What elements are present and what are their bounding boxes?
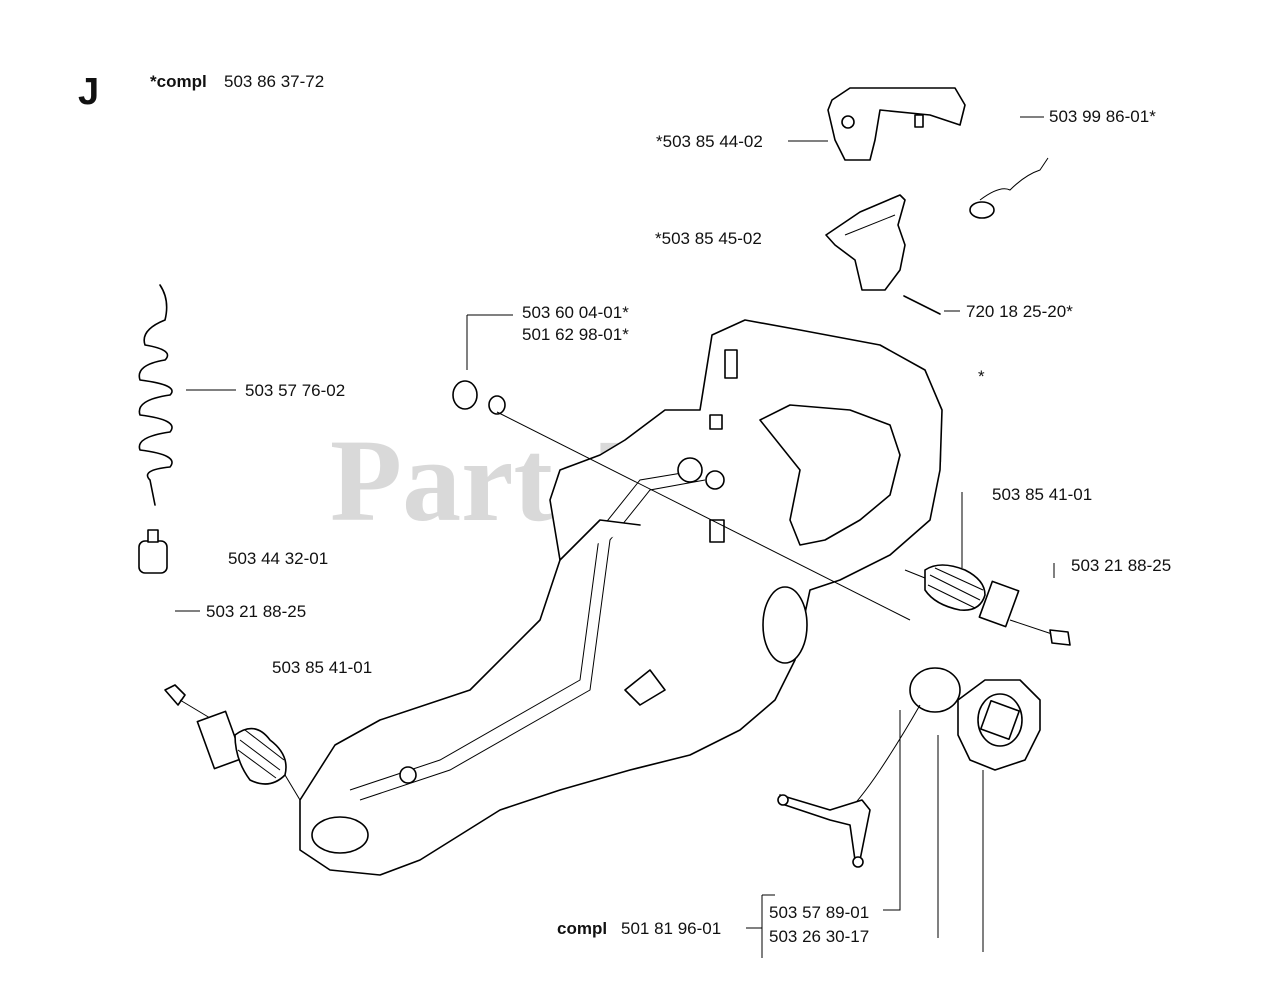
label-filter-top1: 503 60 04-01* xyxy=(522,303,629,322)
rear-handle-tank-body xyxy=(299,319,943,876)
label-cap-compl-number: 501 81 96-01 xyxy=(621,919,721,938)
header-note-prefix: *compl xyxy=(150,72,207,91)
fuel-cap-assembly xyxy=(777,667,1041,868)
fuel-filter xyxy=(138,529,168,574)
label-fuel-filter: 503 44 32-01 xyxy=(228,549,328,568)
label-av-left: 503 85 41-01 xyxy=(272,658,372,677)
label-cap-compl-prefix: compl xyxy=(557,919,607,938)
label-fuel-hose: 503 57 76-02 xyxy=(245,381,345,400)
label-trigger-top: 503 99 86-01* xyxy=(1049,107,1156,126)
leader-filter-top xyxy=(466,314,513,370)
header-note-number: 503 86 37-72 xyxy=(224,72,324,91)
label-pin: 720 18 25-20* xyxy=(966,302,1073,321)
throttle-lock xyxy=(825,194,906,291)
label-cap-part2: 503 26 30-17 xyxy=(769,927,869,946)
leader-cap-bracket xyxy=(746,894,775,958)
label-screw-left: 503 21 88-25 xyxy=(206,602,306,621)
trigger-spring xyxy=(969,157,1049,219)
throttle-trigger xyxy=(827,87,966,161)
section-letter: J xyxy=(78,71,99,113)
av-spring-left xyxy=(164,684,301,801)
label-cap-part1: 503 57 89-01 xyxy=(769,903,869,922)
leader-cap-part1 xyxy=(883,710,901,911)
av-spring-right xyxy=(904,564,1071,646)
label-trigger: *503 85 44-02 xyxy=(656,132,763,151)
label-throttle-lock: *503 85 45-02 xyxy=(655,229,762,248)
label-star-mark: * xyxy=(978,367,985,386)
fuel-hose xyxy=(138,284,173,506)
label-filter-top2: 501 62 98-01* xyxy=(522,325,629,344)
pin xyxy=(903,295,941,315)
label-screw-right: 503 21 88-25 xyxy=(1071,556,1171,575)
label-av-right: 503 85 41-01 xyxy=(992,485,1092,504)
filter-plugs xyxy=(452,380,911,621)
